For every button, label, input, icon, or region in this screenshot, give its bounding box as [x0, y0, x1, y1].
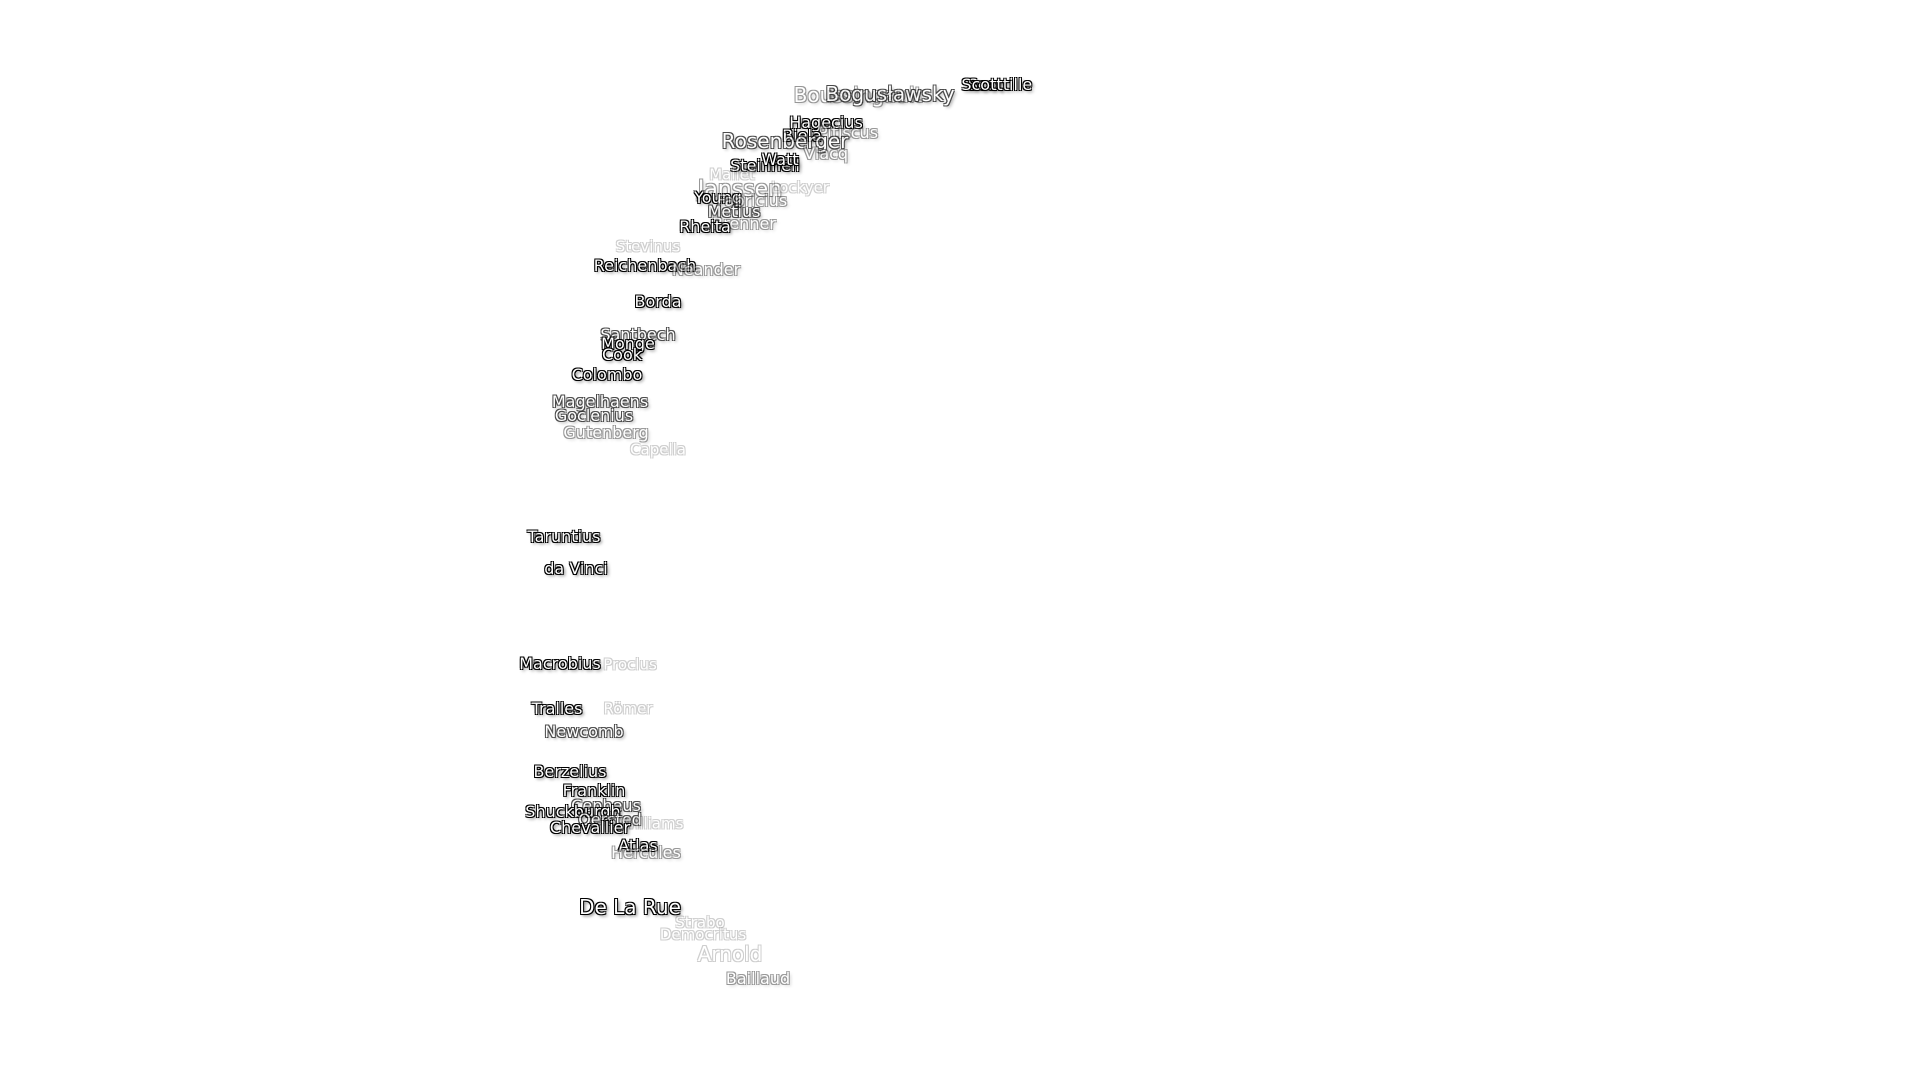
crater-label-brenner[interactable]: Brenner — [712, 214, 776, 233]
crater-label-baillaud[interactable]: Baillaud — [725, 969, 791, 988]
crater-label-berzelius[interactable]: Berzelius — [533, 762, 607, 781]
crater-label-scottille[interactable]: Scottille — [967, 75, 1033, 94]
crater-label-cook[interactable]: Cook — [601, 345, 643, 364]
crater-label-steinheil[interactable]: Steinheil — [730, 156, 800, 175]
crater-label-reichenbach[interactable]: Reichenbach — [593, 256, 697, 275]
crater-label-strabo[interactable]: Strabo — [675, 913, 725, 932]
crater-label-gutenberg[interactable]: Gutenberg — [563, 423, 649, 442]
crater-label-mallet[interactable]: Mallet — [709, 165, 755, 184]
crater-label-stevinus[interactable]: Stevinus — [615, 237, 681, 256]
crater-label-williams[interactable]: Williams — [620, 814, 684, 833]
crater-label-macrobius[interactable]: Macrobius — [519, 654, 601, 673]
crater-label-romer[interactable]: Römer — [603, 699, 653, 718]
crater-label-hagecius[interactable]: Hagecius — [789, 113, 863, 132]
crater-label-borda[interactable]: Borda — [634, 292, 682, 311]
crater-label-neander[interactable]: Neander — [671, 260, 741, 279]
crater-label-santbech[interactable]: Santbech — [600, 325, 676, 344]
crater-label-capella[interactable]: Capella — [630, 440, 686, 459]
crater-label-pitiscus[interactable]: Pitiscus — [817, 123, 879, 142]
crater-label-franklin[interactable]: Franklin — [562, 781, 626, 800]
crater-label-colombo[interactable]: Colombo — [571, 365, 643, 384]
crater-label-goclenius[interactable]: Goclenius — [554, 406, 634, 425]
crater-label-lockyer[interactable]: Lockyer — [771, 178, 829, 197]
crater-label-da-vinci[interactable]: da Vinci — [544, 559, 608, 578]
crater-label-watt[interactable]: Watt — [761, 150, 799, 169]
crater-label-chevallier[interactable]: Chevallier — [549, 818, 631, 837]
crater-label-arnold[interactable]: Arnold — [697, 942, 763, 966]
crater-label-newcomb[interactable]: Newcomb — [544, 722, 624, 741]
crater-label-rheita[interactable]: Rheita — [679, 217, 731, 236]
crater-label-biela[interactable]: Biela — [782, 126, 822, 145]
crater-label-cepheus[interactable]: Cepheus — [571, 796, 641, 815]
crater-label-metius[interactable]: Metius — [707, 202, 761, 221]
crater-label-atlas[interactable]: Atlas — [618, 836, 658, 855]
crater-label-boussingault[interactable]: Boussingault — [793, 83, 923, 107]
crater-label-boguslawsky[interactable]: Bogusławsky — [825, 82, 955, 106]
crater-label-young[interactable]: Young — [694, 188, 742, 207]
crater-label-de-la-rue[interactable]: De La Rue — [579, 895, 681, 919]
crater-label-vlacq[interactable]: Vlacq — [803, 144, 849, 163]
crater-label-magelhaens[interactable]: Magelhaens — [551, 392, 649, 411]
crater-label-scott[interactable]: Scott — [961, 75, 1003, 94]
crater-label-fabricius[interactable]: Fabricius — [716, 191, 788, 210]
crater-label-shuckburgh[interactable]: Shuckburgh — [525, 802, 621, 821]
crater-label-tralles[interactable]: Tralles — [531, 699, 583, 718]
crater-label-janssen[interactable]: Janssen — [697, 177, 783, 202]
crater-label-hercules[interactable]: Hercules — [611, 843, 681, 862]
crater-label-monge[interactable]: Monge — [601, 334, 655, 353]
crater-label-rosenberger[interactable]: Rosenberger — [721, 129, 849, 153]
crater-label-taruntius[interactable]: Taruntius — [527, 527, 601, 546]
crater-label-democritus[interactable]: Democritus — [659, 925, 747, 944]
crater-label-proclus[interactable]: Proclus — [603, 655, 657, 674]
crater-label-oersted[interactable]: Oersted — [578, 810, 642, 829]
